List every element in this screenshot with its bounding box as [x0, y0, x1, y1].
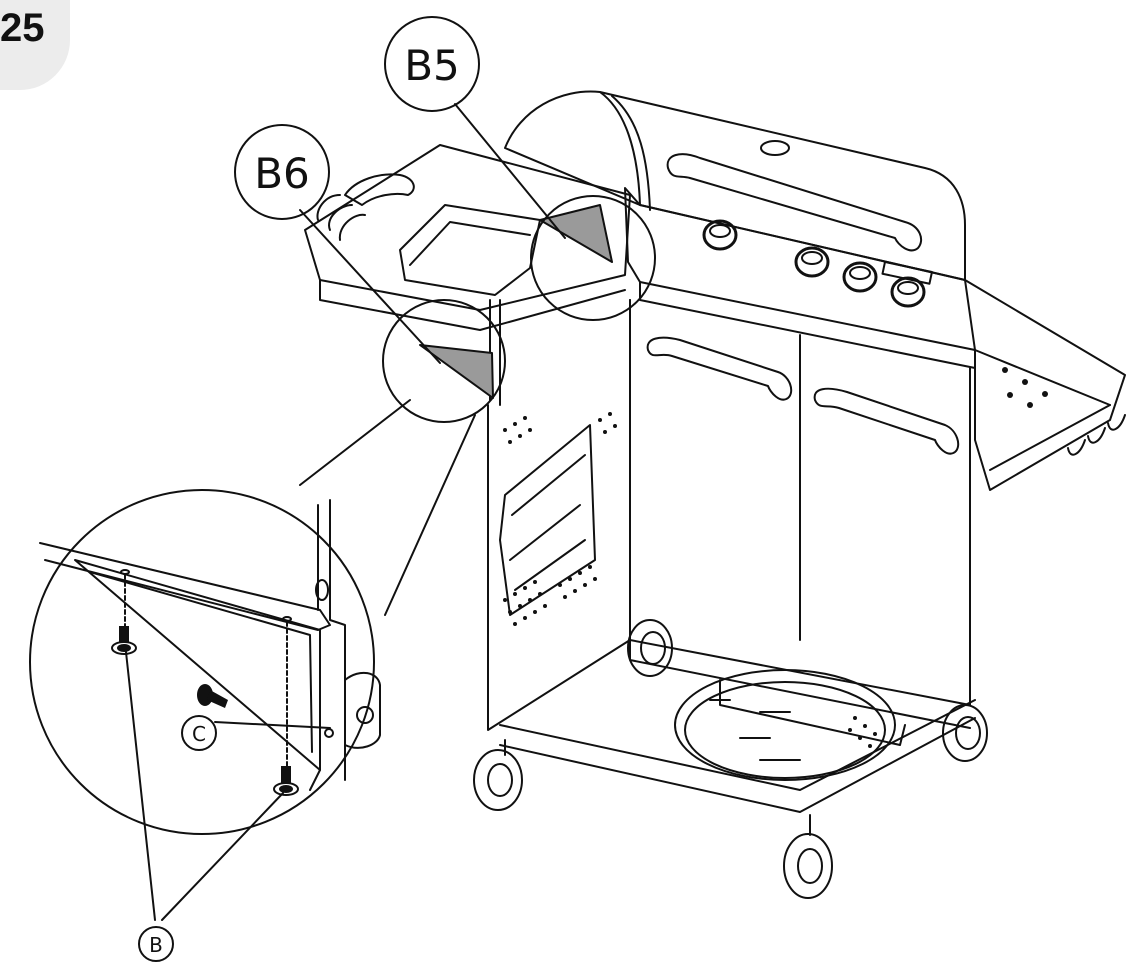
control-knobs [702, 219, 926, 308]
bracket-b5 [539, 204, 613, 263]
callout-b5-label: B5 [404, 41, 460, 90]
wheels [473, 619, 988, 899]
bottom-frame [499, 699, 976, 791]
zoom-circle-b5 [530, 195, 656, 321]
side-basket [399, 204, 541, 296]
lid-handle [666, 153, 923, 252]
right-side-shelf [964, 279, 1126, 491]
zoom-circle-b6 [382, 299, 506, 423]
tool-hooks [1067, 414, 1126, 456]
grill-hood [504, 90, 966, 281]
callout-b5-circle [384, 16, 480, 112]
detail-bracket [74, 559, 321, 771]
screw-icon [273, 766, 299, 796]
tool-rack [499, 424, 596, 616]
callout-b6-circle [234, 124, 330, 220]
left-handle [344, 173, 415, 206]
side-panel [487, 299, 631, 731]
callout-b-circle [138, 926, 174, 962]
detail-view [29, 489, 381, 835]
bracket-b6 [419, 344, 494, 399]
door-handle-right [813, 387, 960, 455]
leader-b5 [454, 103, 566, 239]
detail-circle [29, 489, 375, 835]
leader-b6 [299, 209, 441, 364]
screw-icon [111, 626, 137, 655]
callout-b-label: B [149, 933, 163, 957]
step-number: 25 [0, 6, 45, 50]
thermometer [760, 140, 790, 156]
brand-plate [881, 260, 933, 285]
grill-body [304, 90, 1126, 899]
bolt-icon [197, 684, 228, 708]
perforations [503, 412, 877, 748]
door-handle-left [646, 336, 793, 401]
callout-c-label: C [192, 722, 206, 746]
callout-b6-label: B6 [254, 149, 310, 198]
tank-ring [674, 669, 896, 781]
callout-c-circle [181, 715, 217, 751]
